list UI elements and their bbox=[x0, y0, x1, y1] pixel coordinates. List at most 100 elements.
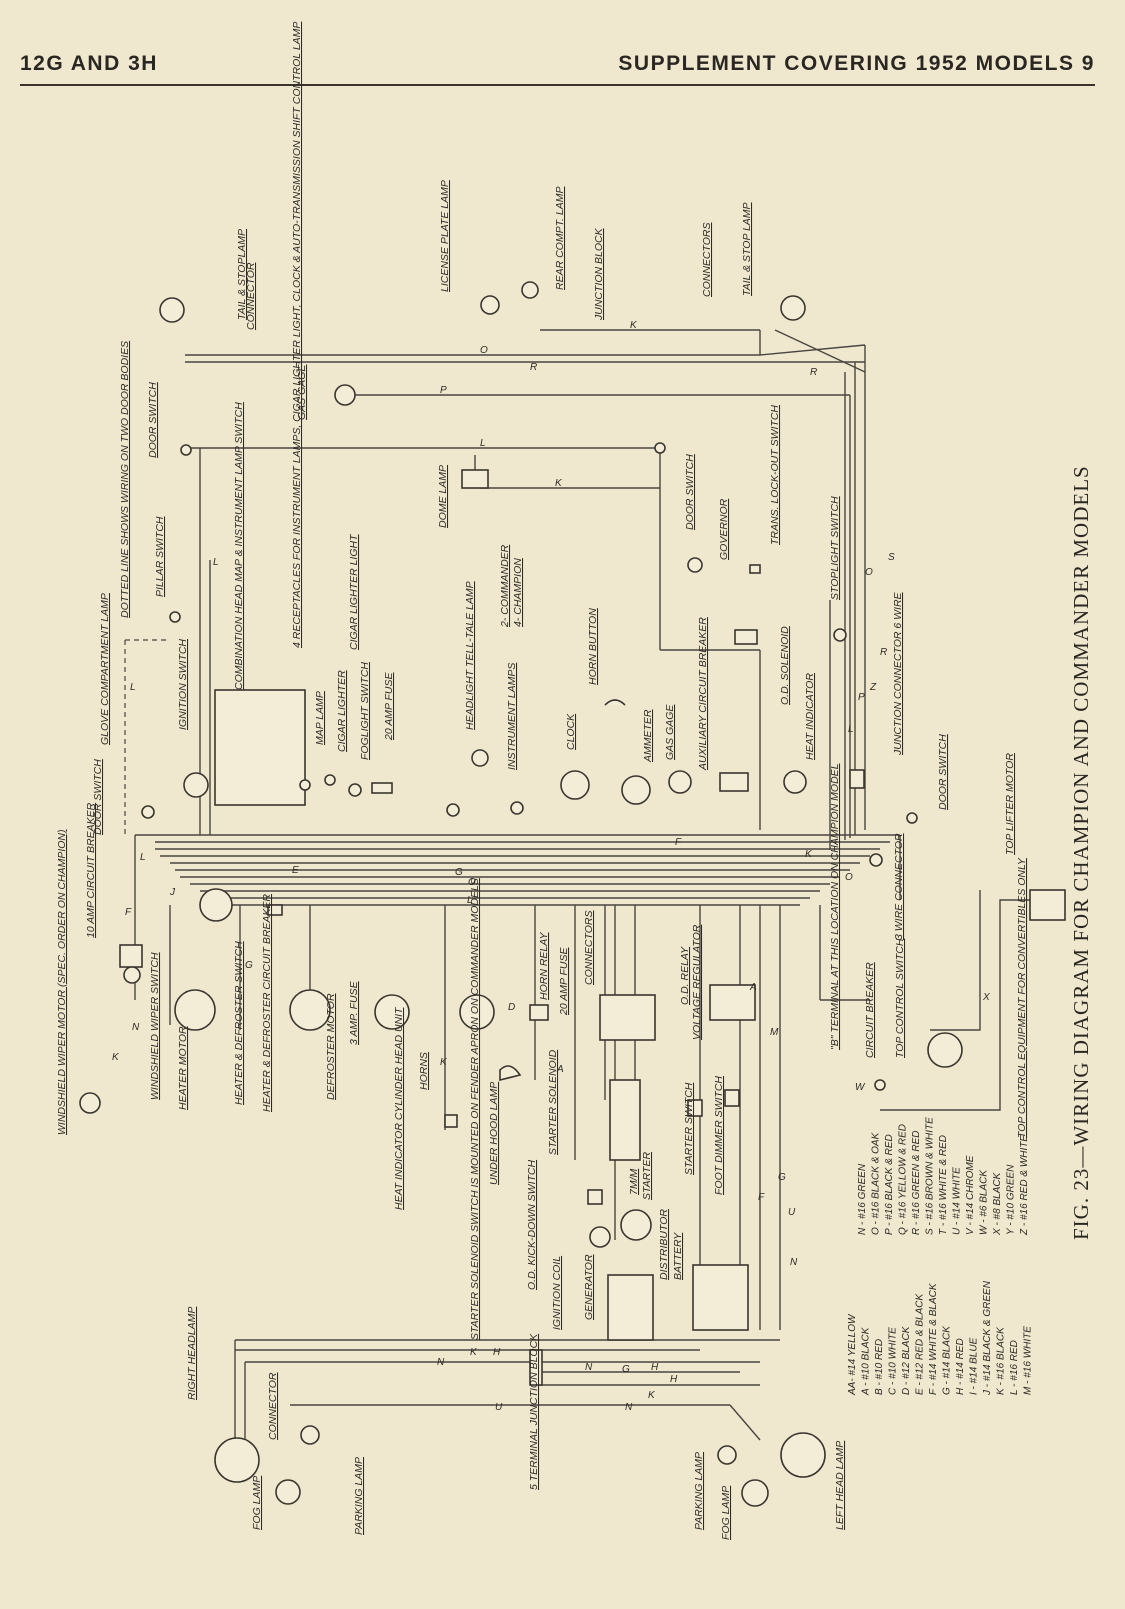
label-fuse-3amp: 3 AMP. FUSE bbox=[348, 980, 360, 1045]
instrument-lamp-b-symbol bbox=[510, 801, 524, 815]
ignition-coil-symbol bbox=[589, 1226, 611, 1248]
map-lamp-symbol bbox=[299, 779, 311, 791]
figure-caption: FIG. 23—WIRING DIAGRAM FOR CHAMPION AND … bbox=[1069, 465, 1093, 1240]
label-trans-lockout-switch: TRANS. LOCK-OUT SWITCH bbox=[769, 405, 781, 545]
label-clock: CLOCK bbox=[565, 713, 577, 750]
label-ignition-coil: IGNITION COIL bbox=[551, 1256, 563, 1330]
label-terminal-note: "B" TERMINAL AT THIS LOCATION ON CHAMPIO… bbox=[829, 763, 841, 1050]
label-pillar-switch: PILLAR SWITCH bbox=[154, 516, 166, 597]
wire-code-wire_codes_right-5: S - #16 BROWN & WHITE bbox=[925, 1117, 936, 1235]
header-left: 12G AND 3H bbox=[20, 52, 158, 75]
label-parking-lamp-right: PARKING LAMP bbox=[693, 1452, 705, 1530]
right-headlamp-symbol bbox=[214, 1437, 260, 1483]
label-distributor: DISTRIBUTOR bbox=[658, 1209, 670, 1280]
svg-text:G: G bbox=[245, 960, 253, 971]
label-starter-solenoid: STARTER SOLENOID bbox=[547, 1049, 559, 1155]
svg-text:J: J bbox=[169, 887, 176, 898]
door-switch-1-symbol bbox=[180, 444, 192, 456]
svg-text:O: O bbox=[865, 567, 873, 578]
label-od-kickdown-switch: O.D. KICK-DOWN SWITCH bbox=[526, 1160, 538, 1290]
svg-text:G: G bbox=[455, 867, 463, 878]
top-lifter-motor-symbol bbox=[1029, 889, 1066, 921]
generator-symbol bbox=[607, 1274, 654, 1341]
od-solenoid-symbol bbox=[734, 629, 758, 645]
label-battery: BATTERY bbox=[672, 1232, 684, 1280]
wire-code-wire_codes_left-4: D - #12 BLACK bbox=[901, 1325, 912, 1395]
windshield-wiper-motor-symbol bbox=[79, 1092, 101, 1114]
dome-lamp-symbol bbox=[461, 469, 489, 489]
svg-text:S: S bbox=[888, 552, 895, 563]
label-map-lamp: MAP LAMP bbox=[314, 691, 326, 745]
stoplight-switch-symbol bbox=[833, 628, 847, 642]
wire-code-wire_codes_left-1: A - #10 BLACK bbox=[861, 1326, 872, 1396]
label-top-control-switch: TOP CONTROL SWITCH bbox=[894, 938, 906, 1058]
starter-solenoid-symbol bbox=[609, 1079, 641, 1161]
svg-text:L: L bbox=[213, 557, 219, 568]
label-right-headlamp: RIGHT HEADLAMP bbox=[186, 1307, 198, 1400]
svg-text:K: K bbox=[630, 320, 638, 331]
label-starter-solenoid-note: STARTER SOLENOID SWITCH IS MOUNTED ON FE… bbox=[469, 878, 481, 1340]
label-door-switch-2: DOOR SWITCH bbox=[684, 454, 696, 530]
horn-button-symbol bbox=[604, 699, 626, 706]
label-ammeter: AMMETER bbox=[642, 709, 654, 763]
label-ignition-switch: IGNITION SWITCH bbox=[177, 639, 189, 730]
wire-code-wire_codes_right-3: Q - #16 YELLOW & RED bbox=[898, 1124, 909, 1235]
label-fuse-20amp: 20 AMP FUSE bbox=[383, 672, 395, 741]
horn-left-symbol bbox=[374, 994, 410, 1030]
label-governor: GOVERNOR bbox=[718, 498, 730, 560]
heater-defroster-breaker-symbol bbox=[267, 904, 283, 916]
wire-code-wire_codes_left-5: E - #12 RED & BLACK bbox=[915, 1293, 926, 1395]
svg-text:D: D bbox=[508, 1002, 515, 1013]
wire-code-wire_codes_right-1: O - #16 BLACK & OAK bbox=[871, 1131, 882, 1235]
tail-stoplamp-right-symbol bbox=[780, 295, 806, 321]
components bbox=[79, 281, 1066, 1507]
label-windshield-wiper-motor: WINDSHIELD WIPER MOTOR (SPEC. ORDER ON C… bbox=[56, 830, 68, 1136]
gas-gage-tank-symbol bbox=[334, 384, 356, 406]
rear-compt-lamp-symbol bbox=[521, 281, 539, 299]
svg-text:K: K bbox=[648, 1390, 656, 1401]
label-left-head-lamp: LEFT HEAD LAMP bbox=[834, 1441, 846, 1530]
wire-code-wire_codes_left-6: F - #14 WHITE & BLACK bbox=[928, 1282, 939, 1395]
wire-code-wire_codes_left-0: AA- #14 YELLOW bbox=[847, 1313, 858, 1396]
clock-symbol bbox=[560, 770, 590, 800]
svg-text:H: H bbox=[493, 1347, 501, 1358]
label-od-relay: O.D. RELAY bbox=[679, 946, 691, 1005]
svg-text:W: W bbox=[855, 1082, 866, 1093]
label-connector-front: CONNECTOR bbox=[267, 1372, 279, 1440]
header-right: SUPPLEMENT COVERING 1952 MODELS 9 bbox=[618, 52, 1095, 75]
label-fog-lamp-right: FOG LAMP bbox=[720, 1486, 732, 1540]
wire-code-wire_codes_right-11: Y - #10 GREEN bbox=[1006, 1164, 1017, 1235]
label-door-switch-1: DOOR SWITCH bbox=[147, 382, 159, 458]
svg-text:N: N bbox=[790, 1257, 798, 1268]
label-junction-block-rear: JUNCTION BLOCK bbox=[593, 227, 605, 321]
label-door-switch-3: DOOR SWITCH bbox=[937, 734, 949, 810]
svg-text:A: A bbox=[556, 1064, 564, 1075]
label-starter: STARTER bbox=[641, 1152, 653, 1200]
wire-code-wire_codes_left-8: H - #14 RED bbox=[955, 1338, 966, 1395]
svg-text:F: F bbox=[758, 1192, 765, 1203]
label-starter-switch: STARTER SWITCH bbox=[683, 1082, 695, 1175]
label-heat-indicator-head: HEAT INDICATOR CYLINDER HEAD UNIT bbox=[393, 1006, 405, 1210]
license-plate-lamp-symbol bbox=[480, 295, 500, 315]
svg-text:P: P bbox=[440, 385, 447, 396]
svg-text:O: O bbox=[468, 877, 476, 888]
wire-code-wire_codes_right-8: V - #14 CHROME bbox=[965, 1155, 976, 1235]
pillar-switch-symbol bbox=[169, 611, 181, 623]
circuit-breaker-10amp-symbol bbox=[119, 944, 143, 968]
svg-text:L: L bbox=[848, 724, 854, 735]
od-relay-symbol bbox=[599, 994, 656, 1041]
label-od-solenoid: O.D. SOLENOID bbox=[779, 626, 791, 705]
svg-text:F: F bbox=[675, 837, 682, 848]
label-heat-indicator: HEAT INDICATOR bbox=[804, 673, 816, 760]
svg-text:H: H bbox=[670, 1374, 678, 1385]
svg-text:P: P bbox=[858, 692, 865, 703]
governor-symbol bbox=[687, 557, 703, 573]
svg-text:K: K bbox=[805, 849, 813, 860]
wire-code-wire_codes_right-4: R - #16 GREEN & RED bbox=[911, 1131, 922, 1235]
wire-code-wire_codes_left-10: J - #14 BLACK & GREEN bbox=[982, 1280, 993, 1396]
svg-text:N: N bbox=[585, 1362, 593, 1373]
wire-code-wire_codes_left-12: L - #16 RED bbox=[1009, 1340, 1020, 1395]
label-horns: HORNS bbox=[418, 1052, 430, 1090]
label-heater-defroster-switch: HEATER & DEFROSTER SWITCH bbox=[233, 941, 245, 1105]
circuit-breaker-symbol bbox=[874, 1079, 886, 1091]
